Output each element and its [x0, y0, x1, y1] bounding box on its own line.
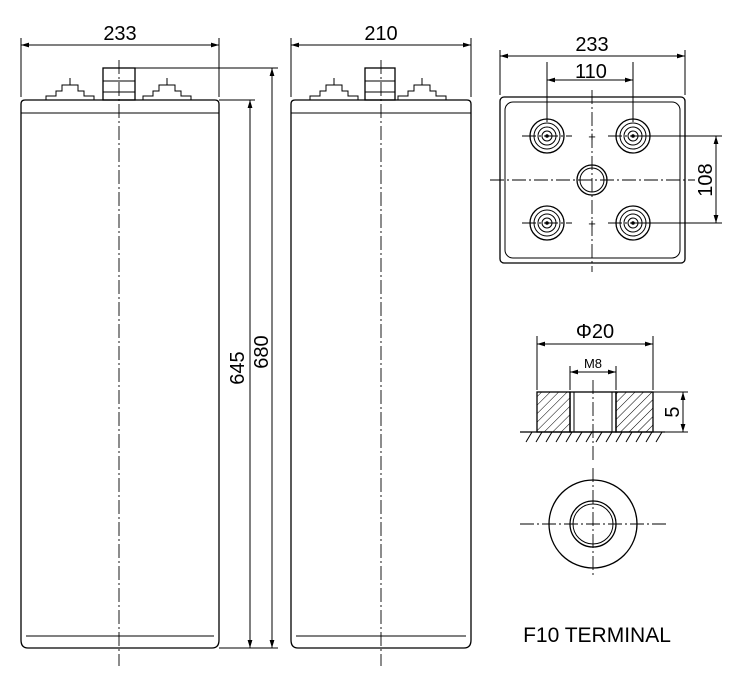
terminal-title: F10 TERMINAL	[523, 624, 671, 647]
pole-depth-label: 108	[695, 163, 717, 196]
terminal-section	[520, 380, 665, 462]
side-terminal-left	[309, 78, 359, 100]
top-plus-sign-lower: +	[588, 216, 596, 231]
height-680-label: 680	[251, 335, 273, 368]
front-view: 233 645 680	[20, 23, 278, 666]
top-plus-sign-upper: +	[588, 129, 596, 144]
pole-spacing-label: 110	[575, 61, 607, 83]
side-view: 210	[290, 23, 472, 666]
top-terminal-bottom-left	[522, 205, 572, 241]
height-645-label: 645	[227, 351, 249, 384]
top-view: 233 110 108	[490, 34, 722, 272]
top-width-label: 233	[575, 34, 608, 56]
side-width-label: 210	[364, 23, 397, 45]
terminal-plan-view	[520, 468, 666, 575]
terminal-thread-label: M8	[584, 356, 602, 371]
front-width-label: 233	[103, 23, 136, 45]
terminal-detail: Φ20 M8 5 F10 TERMINAL	[520, 321, 688, 647]
front-terminal-right	[142, 78, 192, 100]
top-terminal-top-left	[522, 118, 572, 154]
terminal-diameter-label: Φ20	[576, 321, 614, 343]
side-body	[290, 99, 472, 649]
top-terminal-bottom-right	[608, 205, 658, 241]
side-terminal-right	[397, 78, 447, 100]
front-terminal-left	[45, 78, 95, 100]
front-body	[20, 99, 220, 649]
top-terminal-top-right	[608, 118, 658, 154]
top-vent-circle	[576, 164, 608, 196]
terminal-thickness-label: 5	[662, 406, 684, 417]
side-vent-cap	[364, 67, 396, 101]
